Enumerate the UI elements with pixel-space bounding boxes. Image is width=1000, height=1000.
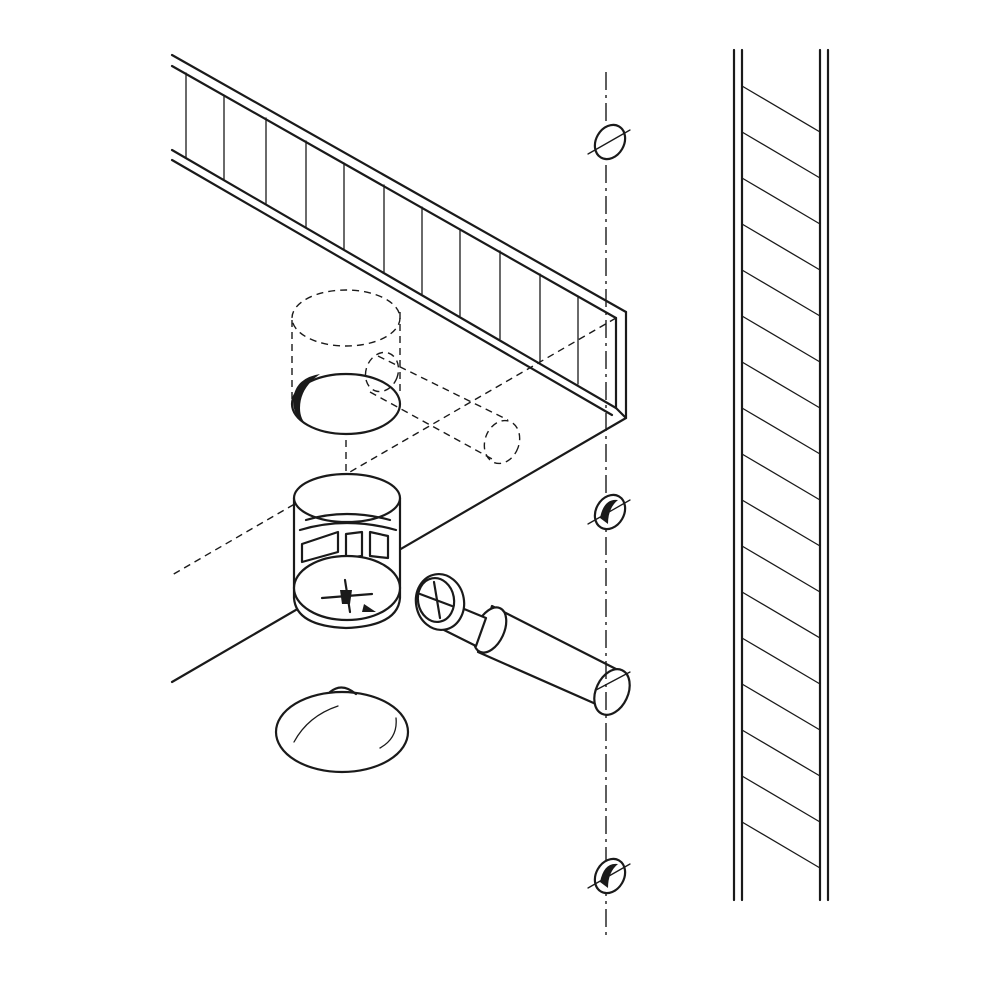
arrow-marker <box>362 604 376 612</box>
drill-hole-marks <box>587 72 631 935</box>
hatch-line <box>741 131 821 179</box>
side-panel-hatching <box>741 85 821 869</box>
shelf-edge-texture <box>185 72 579 385</box>
hatch-line <box>741 85 821 133</box>
hatch-line <box>741 591 821 639</box>
hidden-lines <box>171 289 617 576</box>
hatch-line <box>741 269 821 317</box>
cover-cap-dome <box>274 690 410 774</box>
side-panel <box>732 48 830 902</box>
hatch-line <box>741 545 821 593</box>
housing-slot-middle <box>344 530 364 560</box>
bore-hole <box>290 372 402 436</box>
hatch-line <box>741 407 821 455</box>
drill-hole-3 <box>587 857 631 895</box>
cam-lock-housing <box>292 472 402 630</box>
shelf-bottom-front-edge-inner <box>170 158 614 417</box>
hatch-line <box>741 821 821 869</box>
bore-hole-shadow <box>293 374 320 426</box>
hatch-line <box>741 729 821 777</box>
shelf-top-edge-inner <box>170 64 618 320</box>
bolt-shaft-end <box>593 668 631 716</box>
housing-slot-left <box>300 530 340 564</box>
hidden-panel-edge <box>171 317 617 576</box>
drill-hole-2 <box>587 493 631 531</box>
hatch-line <box>741 361 821 409</box>
hatch-line <box>741 775 821 823</box>
connecting-bolt <box>414 573 631 716</box>
hatch-line <box>741 177 821 225</box>
hatch-line <box>741 683 821 731</box>
bolt-cross-slot-icon <box>418 580 454 620</box>
hatch-line <box>741 499 821 547</box>
hidden-bore-top <box>291 289 401 347</box>
hatch-line <box>741 637 821 685</box>
hatch-line <box>741 315 821 363</box>
shelf-end-face <box>614 310 628 420</box>
drill-hole-1 <box>587 123 631 161</box>
hatch-line <box>741 223 821 271</box>
hatch-line <box>741 453 821 501</box>
housing-cross-slot-icon <box>320 578 376 614</box>
shelf-top-edge <box>170 53 628 314</box>
cover-cap <box>274 686 410 774</box>
bore-hole-rim <box>290 372 402 436</box>
housing-slot-right <box>368 530 390 560</box>
cover-cap-tab <box>328 686 358 696</box>
shelf-bottom-front-edge <box>170 148 618 410</box>
hidden-bolt-end <box>483 419 521 465</box>
